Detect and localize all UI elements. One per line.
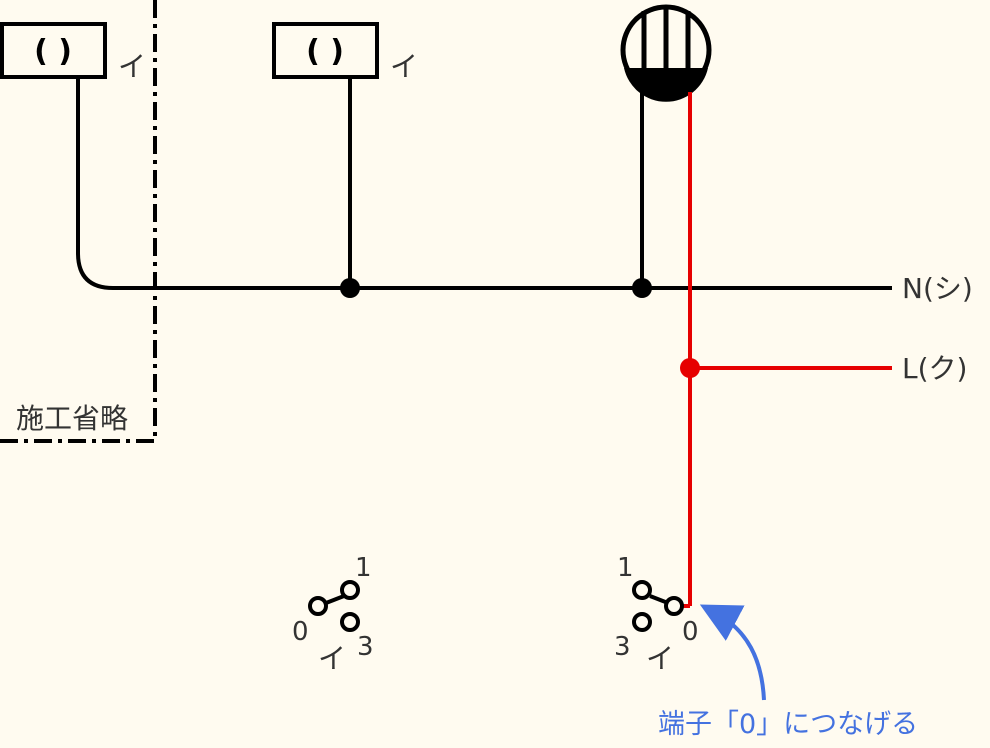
wall-outlet-icon (620, 4, 712, 102)
omitted-area: 施工省略 (0, 0, 157, 443)
lamp-1-label: イ (118, 50, 146, 83)
svg-text:1: 1 (617, 553, 634, 583)
switch-1-label: イ (318, 642, 346, 675)
neutral-line-label: N(シ) (902, 272, 973, 305)
lamp-2: ( ) イ (272, 22, 418, 83)
switch-1-terminal-3 (340, 612, 360, 632)
live-wires (674, 92, 892, 608)
switch-2-terminal-3 (632, 612, 652, 632)
switch-2-terminal-1 (632, 580, 652, 600)
lamp-1-neutral-wire (76, 77, 155, 290)
neutral-junction-2 (632, 278, 652, 298)
lamp-2-box-text: ( ) (306, 34, 344, 69)
switch-2-label: イ (646, 642, 674, 675)
annotation-arrow (699, 604, 766, 701)
switch-1-terminal-0 (308, 596, 328, 616)
switch-2: 1 0 3 イ (614, 553, 699, 675)
svg-text:1: 1 (355, 553, 372, 583)
lamp-1-box (0, 22, 107, 79)
live-line-label: L(ク) (902, 352, 967, 385)
switch-2-terminal-0 (664, 596, 684, 616)
lamp-2-box (272, 22, 379, 79)
annotation-text: 端子「0」につなげる (658, 709, 918, 740)
svg-text:0: 0 (682, 617, 699, 647)
svg-text:0: 0 (292, 617, 309, 647)
neutral-wires (76, 77, 892, 298)
omitted-area-label: 施工省略 (16, 402, 128, 435)
lamp-1: ( ) イ (0, 22, 146, 83)
switch-1: 1 0 3 イ (292, 553, 374, 675)
svg-text:3: 3 (614, 632, 631, 662)
neutral-junction-1 (340, 278, 360, 298)
lamp-1-box-text: ( ) (34, 34, 72, 69)
live-junction (680, 358, 700, 378)
lamp-2-label: イ (390, 50, 418, 83)
svg-text:3: 3 (357, 632, 374, 662)
omitted-area-border (0, 0, 157, 443)
switch-1-terminal-1 (340, 580, 360, 600)
